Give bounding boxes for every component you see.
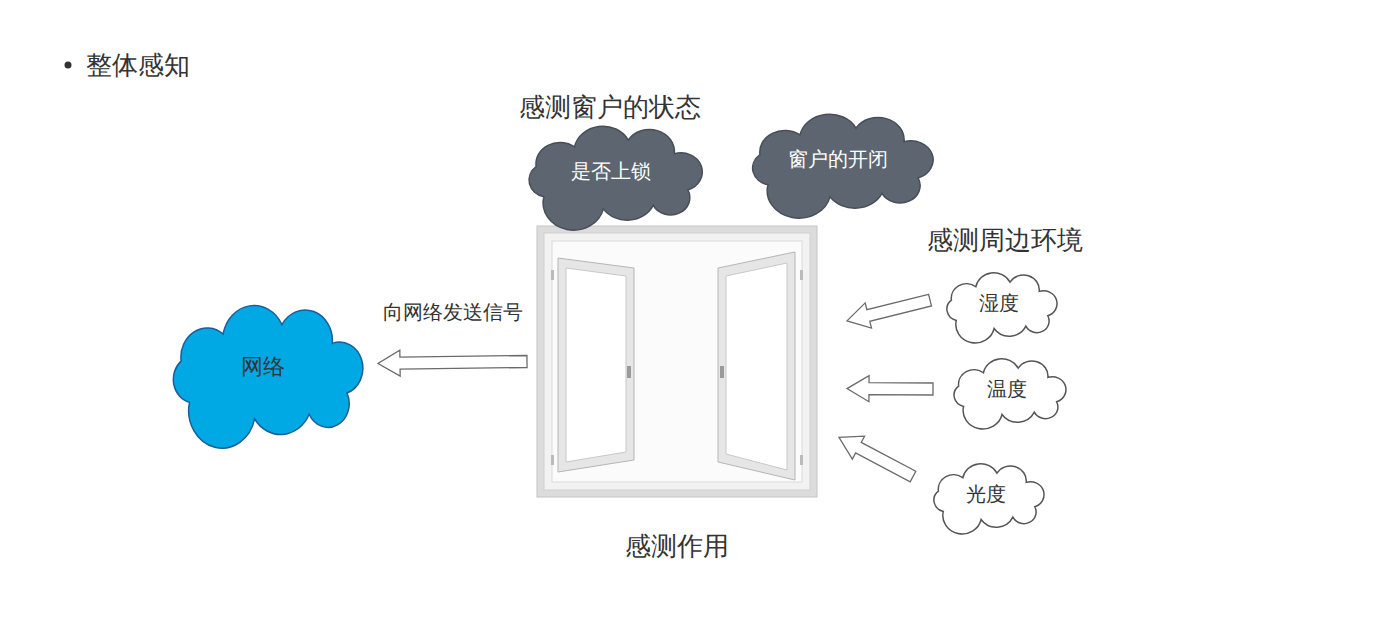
page-heading: 整体感知 [86, 48, 190, 83]
node-text: 网络 [241, 352, 285, 382]
environment-cloud: 光度 [925, 465, 1047, 523]
node-text: 光度 [966, 481, 1006, 508]
cloud-shape [529, 126, 702, 230]
caption-text: 感测作用 [625, 529, 729, 564]
node-text: 窗户的开闭 [788, 146, 888, 173]
node-text: 温度 [987, 376, 1027, 403]
state-cloud: 窗户的开闭 [738, 116, 938, 202]
cloud-shape [753, 114, 934, 218]
environment-cloud: 湿度 [938, 274, 1060, 332]
section-label: 感测窗户的状态 [519, 90, 701, 125]
cloud-shape [954, 359, 1066, 429]
node-text: 是否上锁 [571, 158, 651, 185]
hollow-arrow [378, 350, 527, 376]
cloud-shape [947, 273, 1057, 343]
hollow-arrow [839, 436, 916, 482]
bullet-dot [65, 62, 72, 69]
window-frame [537, 226, 817, 497]
edge-label: 向网络发送信号 [381, 299, 525, 326]
state-cloud: 是否上锁 [515, 128, 707, 214]
network-cloud: 网络 [158, 308, 368, 426]
window-node: 感测作用 [537, 226, 817, 497]
cloud-shape [173, 306, 363, 449]
hollow-arrow [847, 294, 931, 328]
section-label: 感测周边环境 [927, 223, 1083, 258]
hollow-arrow [847, 376, 933, 402]
node-text: 湿度 [979, 290, 1019, 317]
environment-cloud: 温度 [945, 360, 1069, 418]
cloud-shape [934, 464, 1044, 534]
